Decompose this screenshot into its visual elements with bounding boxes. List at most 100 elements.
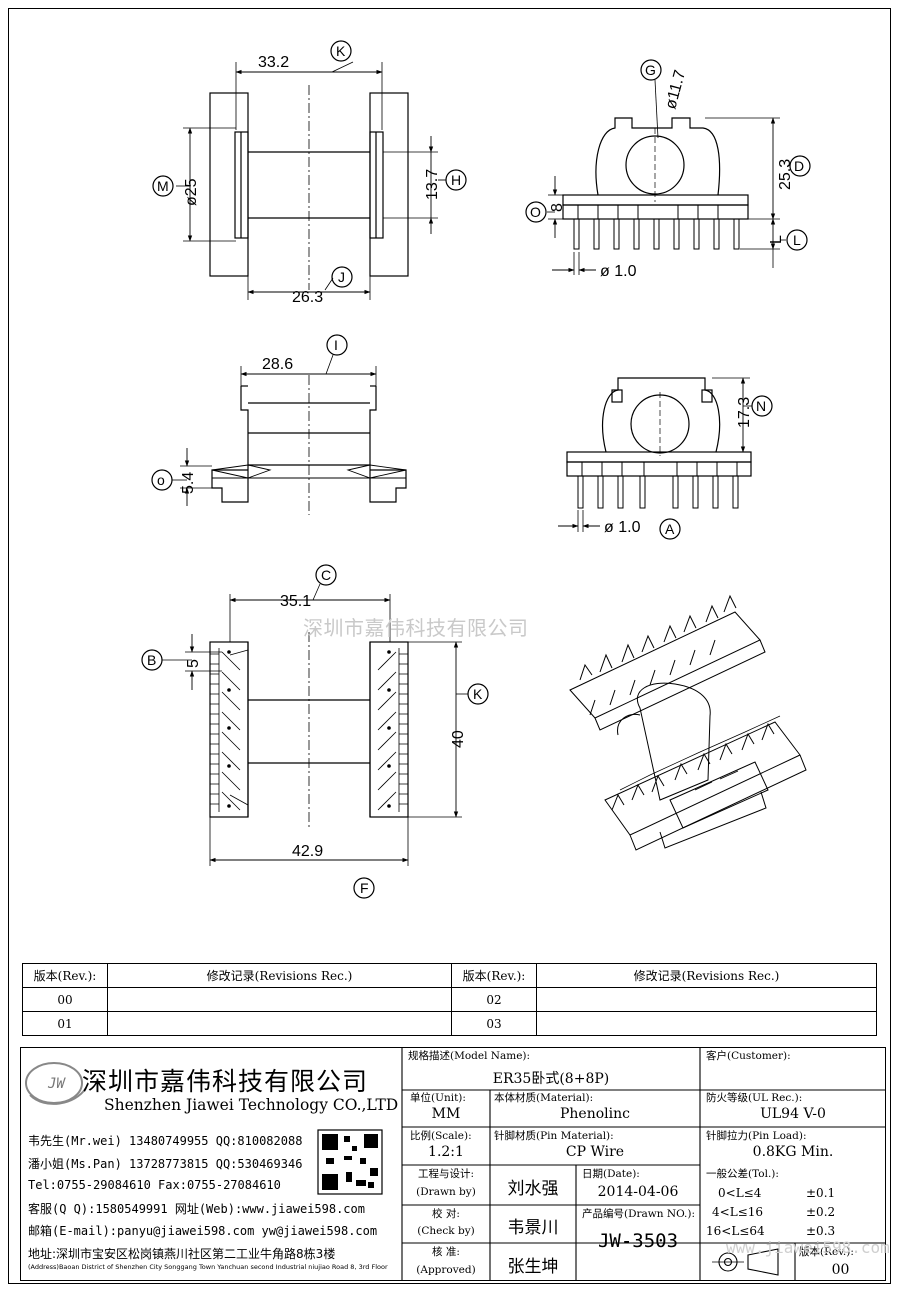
pin-material-label: 针脚材质(Pin Material): [494, 1130, 614, 1142]
rev-value: 00 [831, 1262, 850, 1278]
dim-width-bottom: 26.3 [292, 289, 323, 306]
title-block [20, 1047, 886, 1281]
tolerance-range: 0<L≤4 [718, 1186, 762, 1200]
rev-cell: 03 [451, 1011, 537, 1036]
view-isometric [569, 594, 807, 851]
callout-k-right: K [473, 686, 483, 702]
callout-i: I [334, 337, 338, 353]
callout-o: O [530, 204, 541, 220]
rev-header-4: 修改记录(Revisions Rec.) [536, 963, 877, 988]
drawing-frame [8, 8, 891, 1284]
dim-height: 13.7 [424, 169, 441, 200]
rev-cell: 02 [451, 987, 537, 1012]
callout-b: B [147, 652, 156, 668]
dim-pin-diameter-2: ø 1.0 [604, 519, 641, 536]
rev-cell: 00 [22, 987, 108, 1012]
approve-value: 张生坤 [507, 1257, 559, 1277]
drawn-label-en: (Drawn by) [416, 1186, 476, 1198]
check-label-en: (Check by) [417, 1225, 475, 1237]
ul-value: UL94 V-0 [760, 1106, 826, 1122]
pin-load-value: 0.8KG Min. [752, 1144, 834, 1160]
watermark-url: www.jiawei598.com [726, 1238, 890, 1257]
approve-label: 核 准: [432, 1246, 460, 1258]
dim-length: 40 [450, 730, 467, 748]
watermark: 深圳市嘉伟科技有限公司 [303, 616, 529, 640]
contact-line: 客服(Q Q):1580549991 网址(Web):www.jiawei598… [28, 1202, 365, 1216]
callout-g: G [645, 62, 656, 78]
contact-line: 韦先生(Mr.wei) 13480749955 QQ:810082088 [28, 1134, 303, 1148]
rev-label: 版本(Rev.): [799, 1246, 854, 1258]
tolerance-value: ±0.2 [806, 1205, 836, 1219]
model-label: 规格描述(Model Name): [408, 1050, 531, 1062]
pin-material-value: CP Wire [565, 1144, 625, 1160]
tolerance-range: 4<L≤16 [712, 1205, 763, 1219]
customer-label: 客户(Customer): [706, 1050, 791, 1062]
material-value: Phenolinc [560, 1106, 630, 1122]
callout-l: L [793, 232, 801, 248]
dim-width-mid: 28.6 [262, 356, 293, 373]
scale-label: 比例(Scale): [410, 1130, 472, 1142]
company-name-en: Shenzhen Jiawei Technology CO.,LTD [104, 1096, 399, 1114]
rev-cell [536, 1011, 877, 1036]
dim-pitch: 5 [185, 659, 202, 668]
drawn-no-value: JW-3503 [597, 1230, 679, 1252]
callout-k-top: K [336, 43, 346, 59]
pin-load-label: 针脚拉力(Pin Load): [706, 1130, 807, 1142]
dim-pin-diameter: ø 1.0 [600, 263, 637, 280]
view-bottom-bottom-left [141, 564, 489, 899]
drawn-no-label: 产品编号(Drawn NO.): [582, 1208, 696, 1220]
date-label: 日期(Date): [582, 1168, 640, 1180]
ul-label: 防火等级(UL Rec.): [706, 1092, 803, 1104]
rev-cell [536, 987, 877, 1012]
rev-cell [107, 987, 452, 1012]
callout-o-small: o [157, 472, 165, 488]
revision-table: 版本(Rev.): 修改记录(Revisions Rec.) 版本(Rev.):… [22, 963, 877, 1036]
scale-value: 1.2:1 [428, 1144, 464, 1160]
dim-pin-row-span: 35.1 [280, 593, 311, 610]
check-label: 校 对: [432, 1208, 460, 1220]
unit-value: MM [431, 1106, 461, 1122]
rev-cell [107, 1011, 452, 1036]
dim-axis-height: 17.3 [736, 397, 753, 428]
dim-diameter: ø25 [183, 178, 200, 206]
view-side-top-right [525, 59, 811, 275]
address-cn: 地址:深圳市宝安区松岗镇燕川社区第二工业牛角路8栋3楼 [28, 1247, 336, 1261]
tolerance-value: ±0.3 [806, 1224, 836, 1238]
date-value: 2014-04-06 [597, 1184, 679, 1200]
callout-n: N [756, 398, 766, 414]
drawing-canvas: 33.2 26.3 ø25 13.7 K M H J ø11.7 25.3 8 … [141, 40, 811, 899]
logo: JW [48, 1076, 65, 1092]
dim-width-top: 33.2 [258, 54, 289, 71]
callout-h: H [451, 172, 461, 188]
material-label: 本体材质(Material): [494, 1092, 594, 1104]
company-name-cn: 深圳市嘉伟科技有限公司 [82, 1067, 369, 1096]
contact-line: 潘小姐(Ms.Pan) 13728773815 QQ:530469346 [28, 1157, 303, 1171]
callout-j: J [338, 269, 345, 285]
tolerance-range: 16<L≤64 [706, 1224, 765, 1238]
dim-hole: ø11.7 [662, 68, 689, 111]
rev-header-3: 版本(Rev.): [451, 963, 537, 988]
check-value: 韦景川 [507, 1218, 559, 1238]
approve-label-en: (Approved) [416, 1264, 476, 1276]
model-value: ER35卧式(8+8P) [492, 1071, 610, 1087]
dim-base: 8 [549, 203, 566, 212]
contact-line: Tel:0755-29084610 Fax:0755-27084610 [28, 1178, 281, 1192]
address-en: (Address)Baoan District of Shenzhen City… [28, 1263, 388, 1271]
view-front-top-left [152, 40, 467, 300]
drawn-label: 工程与设计: [417, 1168, 475, 1180]
dim-flange: 5.4 [180, 472, 197, 494]
rev-header-2: 修改记录(Revisions Rec.) [107, 963, 452, 988]
callout-d: D [794, 158, 804, 174]
unit-label: 单位(Unit): [410, 1092, 466, 1104]
tolerance-value: ±0.1 [806, 1186, 836, 1200]
callout-m: M [157, 178, 169, 194]
dim-pin-length: L [768, 235, 785, 244]
callout-c: C [321, 567, 331, 583]
contact-line: 邮箱(E-mail):panyu@jiawei598.com yw@jiawei… [28, 1224, 378, 1238]
view-top-middle-left [151, 334, 407, 515]
drawn-value: 刘水强 [507, 1179, 559, 1199]
tolerance-label: 一般公差(Tol.): [706, 1168, 779, 1180]
dim-total-height: 25.3 [777, 159, 794, 190]
callout-a: A [665, 521, 675, 537]
rev-cell: 01 [22, 1011, 108, 1036]
